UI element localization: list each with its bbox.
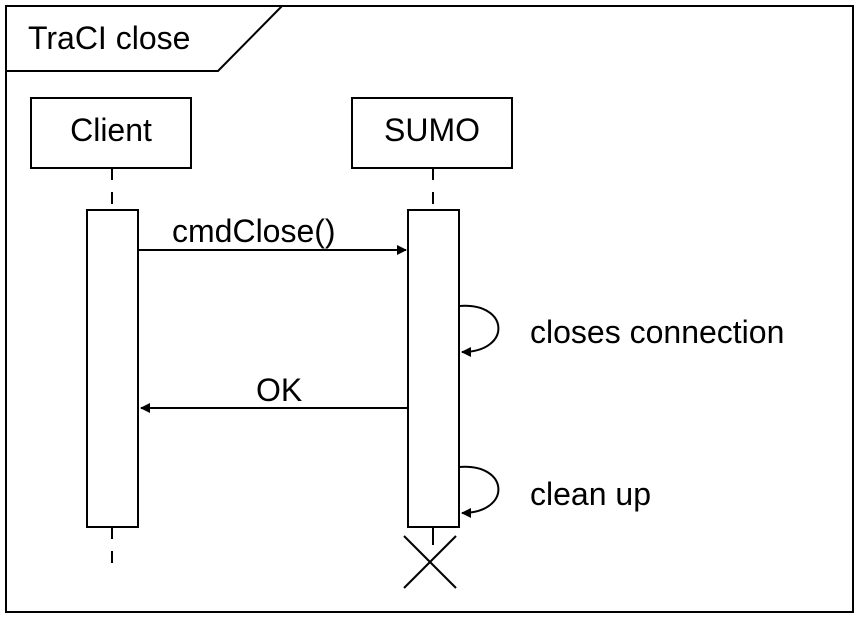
message-clean-up-label: clean up	[530, 476, 651, 512]
frame-border	[5, 5, 854, 613]
message-closes-connection-label: closes connection	[530, 314, 785, 350]
frame-title: TraCI close	[28, 20, 191, 56]
closes-connection-self-arrow	[458, 304, 500, 357]
clean-up-self-arrow	[458, 465, 500, 518]
participant-client-box	[30, 97, 192, 169]
participant-sumo-label: SUMO	[384, 112, 480, 148]
sumo-activation-bar	[407, 209, 460, 528]
message-ok-label: OK	[256, 372, 303, 408]
participant-client-label: Client	[70, 112, 152, 148]
sumo-termination-x-icon	[403, 535, 457, 589]
participant-sumo-box	[351, 97, 513, 169]
client-activation-bar	[86, 209, 139, 528]
frame-title-tab	[6, 5, 283, 72]
message-cmd-close-label: cmdClose()	[172, 213, 336, 249]
